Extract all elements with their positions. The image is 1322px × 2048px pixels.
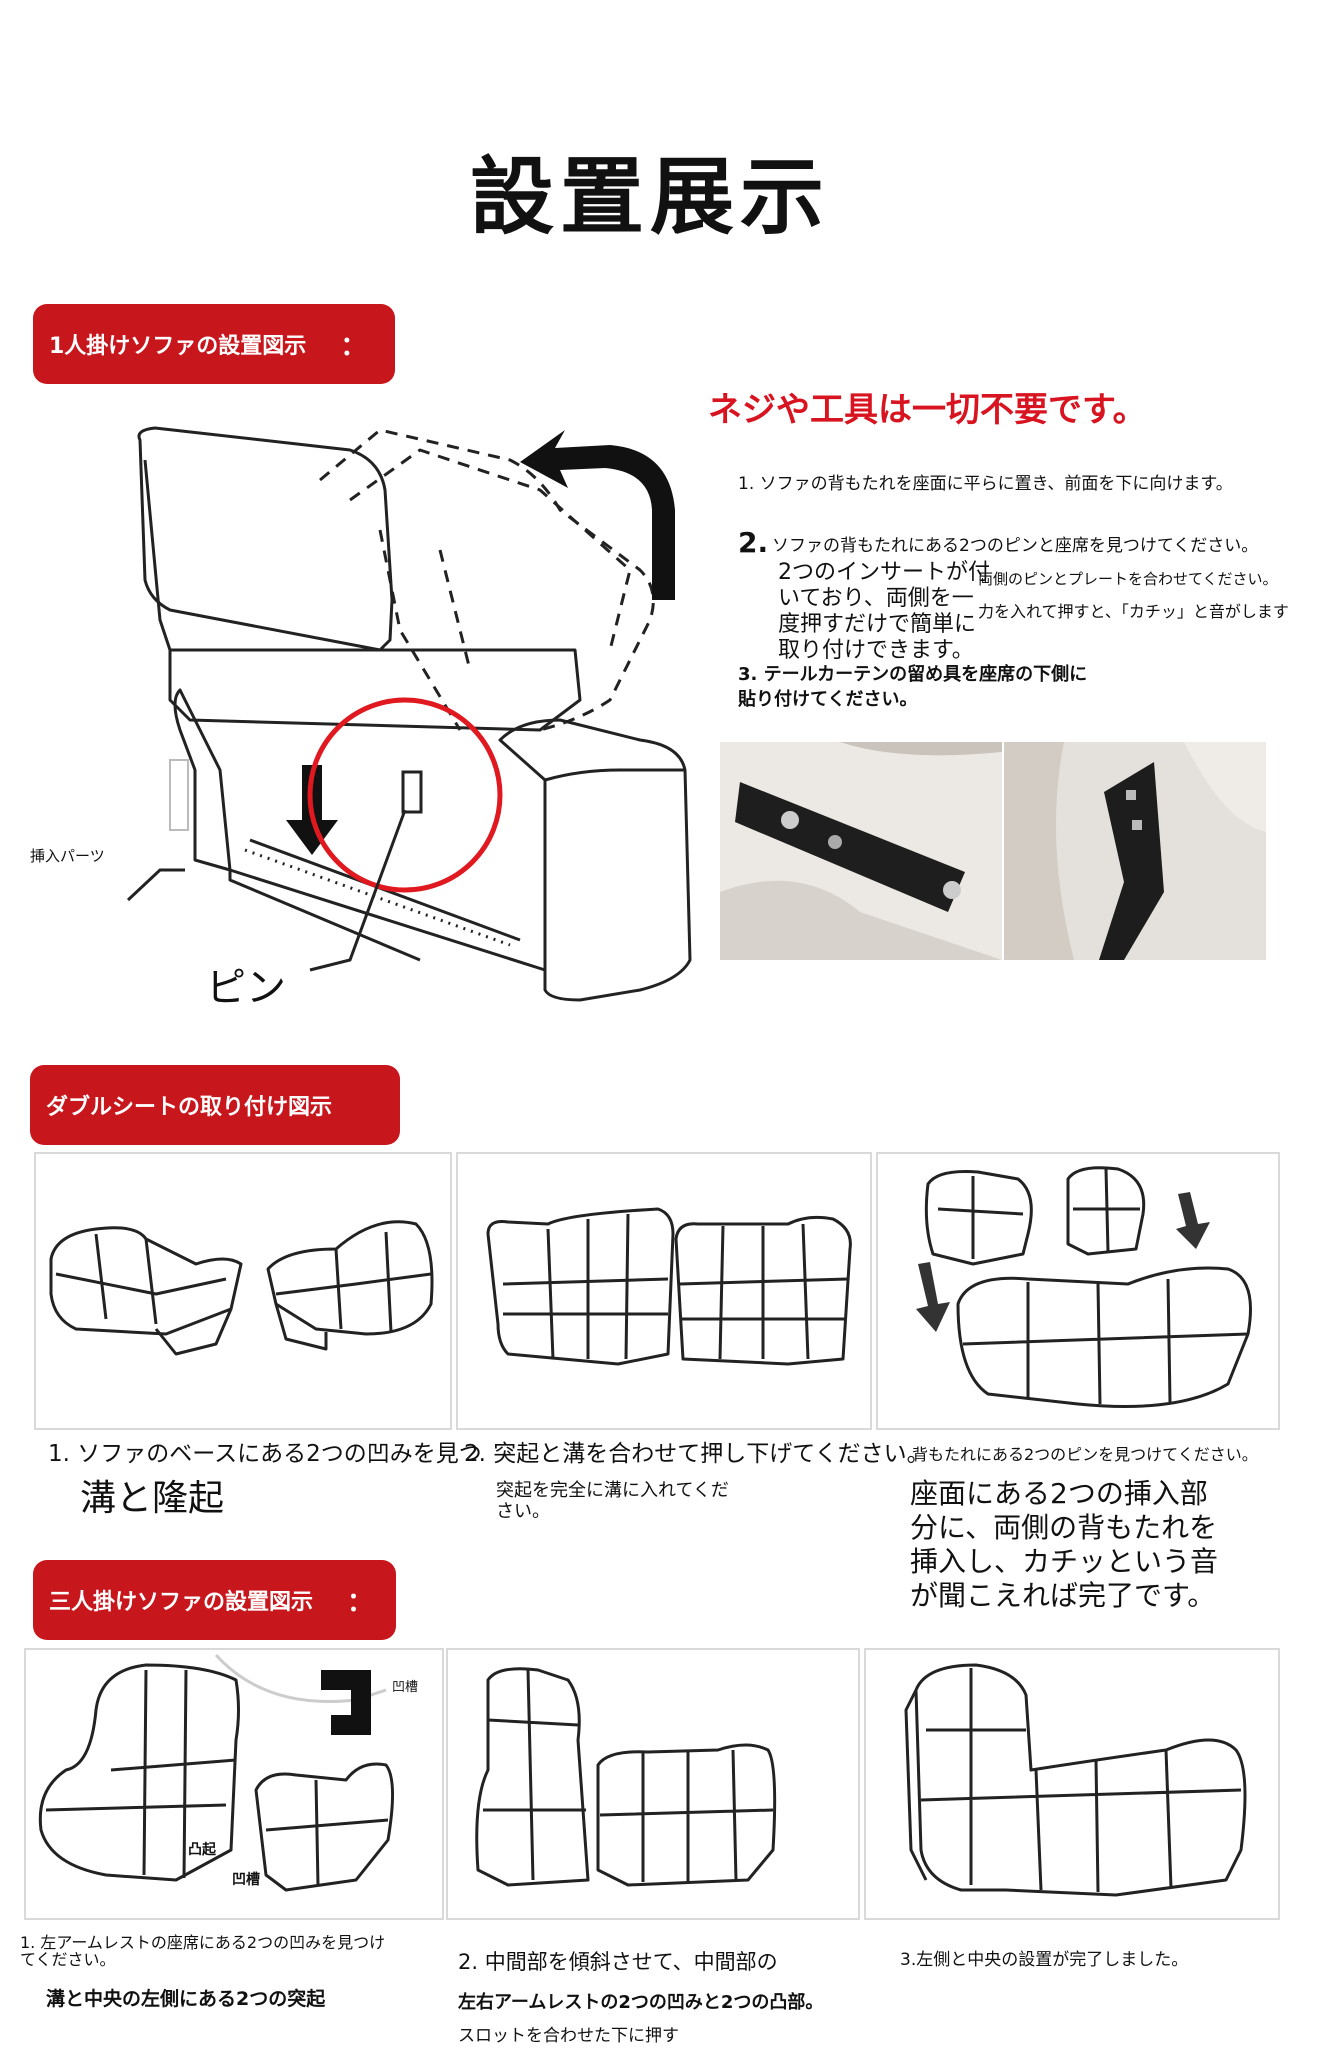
label-groove-top: 凹槽 [392,1680,419,1695]
s2-caption3-detail-line: 分に、両側の背もたれを [910,1511,1218,1544]
s1-step1: 1. ソファの背もたれを座面に平らに置き、前面を下に向けます。 [738,474,1233,494]
label-groove-bottom: 凹槽 [232,1872,260,1888]
s1-step3-line: 貼り付けてください。 [738,689,918,710]
s3-caption2: 2. 中間部を傾斜させて、中間部の [458,1950,778,1974]
s2-caption2-sub-line: 突起を完全に溝に入れてくだ [496,1480,729,1501]
s2-caption3-detail-line: 座面にある2つの挿入部 [910,1477,1208,1510]
label-pin: ピン [206,965,286,1011]
double-seat-panel-1 [34,1152,452,1430]
s2-caption2-sub-line: さい。 [496,1501,550,1522]
triple-seat-panel-2 [446,1648,860,1920]
s1-step2-note-a: 両側のピンとプレートを合わせてください。 [978,570,1278,588]
section3-banner-label: 三人掛けソファの設置図示 [49,1590,314,1615]
s3-caption2-bold: 左右アームレストの2つの凹みと2つの凸部。 [458,1992,824,2013]
s1-step2-detail-line: 度押すだけで簡単に [778,612,977,637]
s2-caption3-detail: 座面にある2つの挿入部 分に、両側の背もたれを 挿入し、カチッという音 が聞こえ… [910,1477,1218,1613]
triple-seat-panel-1 [24,1648,444,1920]
s1-step2-detail-line: いており、両側を一 [778,586,974,611]
s3-caption1: 1. 左アームレストの座席にある2つの凹みを見つけ てください。 [20,1934,385,1968]
double-seat-panel-3 [876,1152,1280,1430]
s1-step3-line: 3. テールカーテンの留め具を座席の下側に [738,664,1088,685]
triple-seat-panel-3 [864,1648,1280,1920]
no-tools-note: ネジや工具は一切不要です。 [708,390,1147,430]
s3-caption1-line: 1. 左アームレストの座席にある2つの凹みを見つけ [20,1933,386,1952]
section1-banner-label: 1人掛けソファの設置図示 [49,334,307,359]
s3-caption1-line: てください。 [20,1950,116,1969]
s2-caption3: 背もたれにある2つのピンを見つけてください。 [912,1445,1258,1464]
s1-step2: ソファの背もたれにある2つのピンと座席を見つけてください。 [772,536,1259,556]
section3-banner: 三人掛けソファの設置図示 ： [33,1560,396,1640]
s3-caption3: 3.左側と中央の設置が完了しました。 [900,1950,1189,1970]
label-insert-part: 挿入パーツ [30,847,105,865]
hardware-photo-left [720,742,1002,960]
s2-caption1-big: 溝と隆起 [80,1478,225,1519]
section1-banner-dots: ： [340,331,367,362]
s1-step2-number: 2. [738,526,769,559]
s3-caption1-bold: 溝と中央の左側にある2つの突起 [46,1988,326,2010]
section3-banner-dots: ： [347,1587,374,1618]
s2-caption3-detail-line: が聞こえれば完了です。 [910,1579,1216,1612]
s1-step2-detail-line: 2つのインサートが付 [778,560,990,585]
section1-banner: 1人掛けソファの設置図示 ： [33,304,395,384]
section2-banner: ダブルシートの取り付け図示 [30,1065,400,1145]
label-bump: 凸起 [188,1842,216,1858]
s1-step2-detail-line: 取り付けできます。 [778,638,974,663]
s1-step3: 3. テールカーテンの留め具を座席の下側に 貼り付けてください。 [738,662,1087,712]
s3-caption2-tail: スロットを合わせた下に押す [458,2026,679,2046]
page-title: 設置展示 [470,148,831,246]
s2-caption2-sub: 突起を完全に溝に入れてくだ さい。 [496,1480,729,1522]
s2-caption3-detail-line: 挿入し、カチッという音 [910,1545,1219,1578]
single-sofa-illustration [126,426,692,1002]
section2-banner-label: ダブルシートの取り付け図示 [46,1095,333,1120]
s2-caption1: 1. ソファのベースにある2つの凹みを見つ [48,1441,482,1467]
double-seat-panel-2 [456,1152,872,1430]
s1-step2-detail: 2つのインサートが付 いており、両側を一 度押すだけで簡単に 取り付けできます。 [778,560,990,664]
s2-caption2: 2. 突起と溝を合わせて押し下げてください。 [464,1441,930,1467]
hardware-photo-right [1004,742,1266,960]
s1-step2-note-b: 力を入れて押すと、「カチッ」と音がします [978,602,1289,621]
